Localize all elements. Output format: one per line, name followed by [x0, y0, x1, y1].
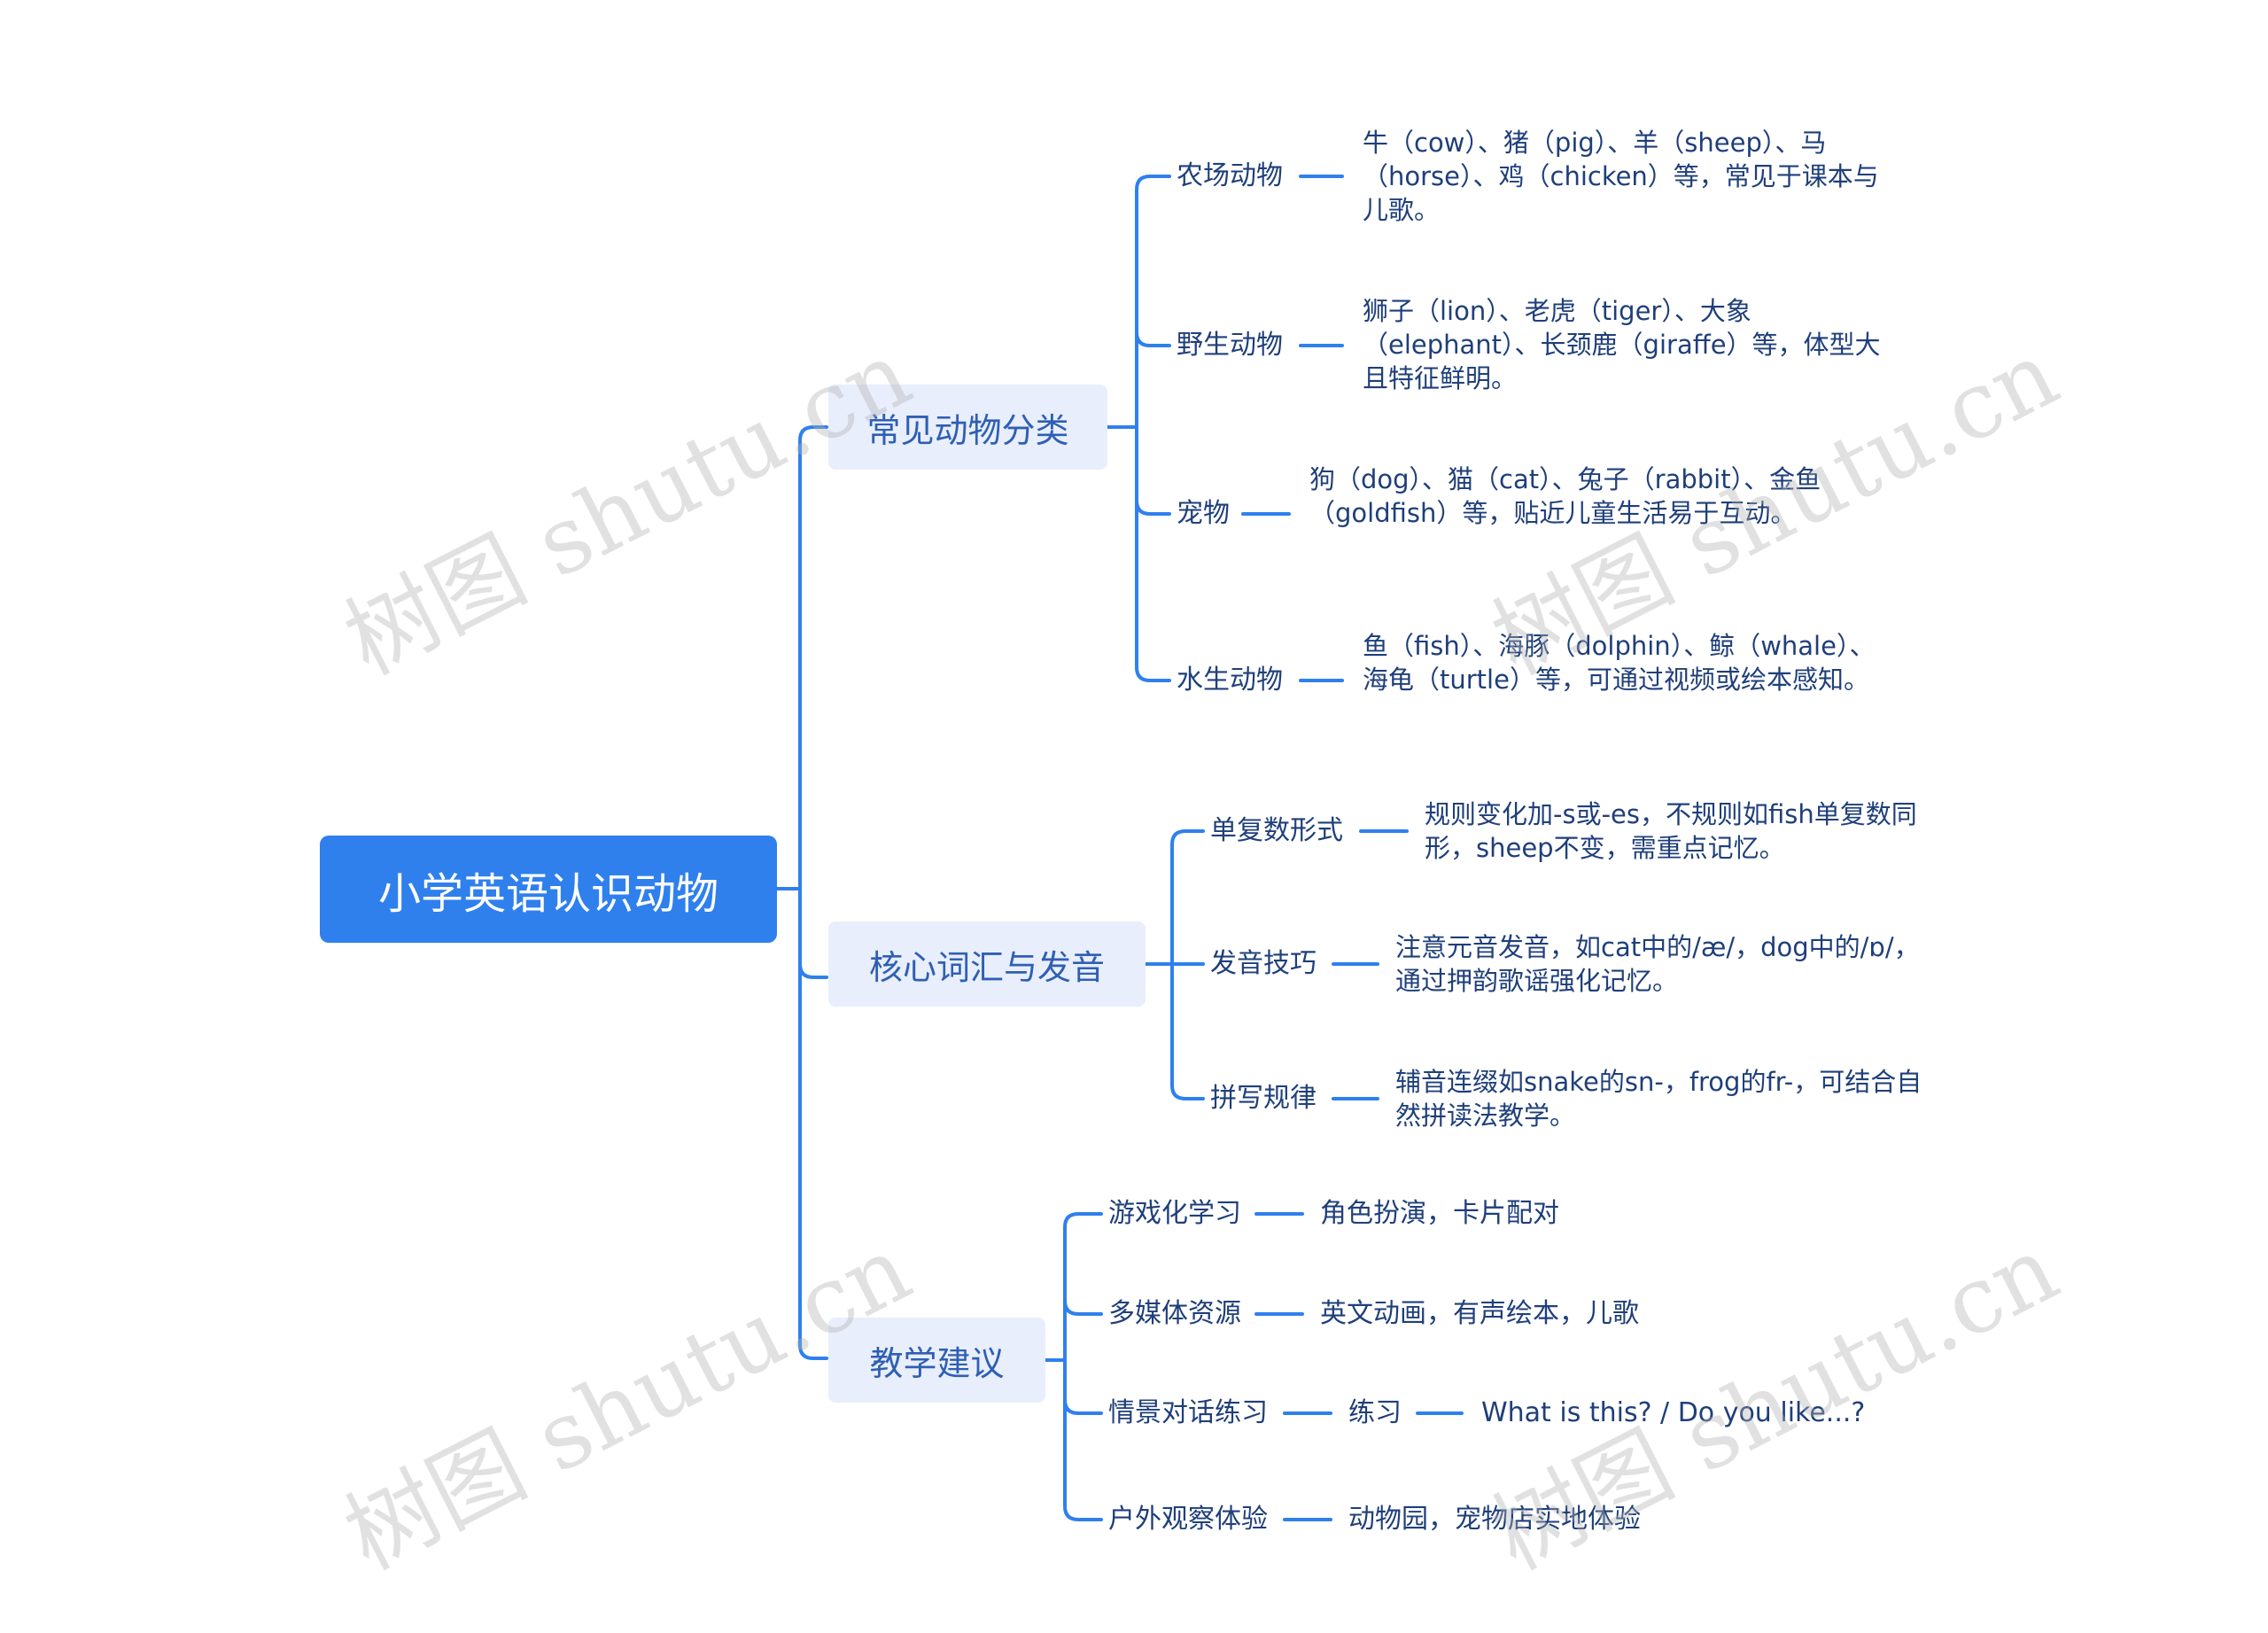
branch-title: 教学建议 — [869, 1343, 1005, 1383]
topic-plural-forms[interactable]: 单复数形式 — [1210, 815, 1343, 846]
topic-gamified-learning[interactable]: 游戏化学习 — [1108, 1198, 1241, 1229]
topic-dialogue-practice[interactable]: 情景对话练习 — [1108, 1397, 1268, 1428]
branch-core-vocabulary[interactable]: 核心词汇与发音 — [828, 921, 1146, 1007]
topic-farm-animals-desc: 牛（cow）、猪（pig）、羊（sheep）、马（horse）、鸡（chicke… — [1363, 128, 1879, 225]
branch-title: 核心词汇与发音 — [868, 947, 1105, 987]
topic-pets-desc: 狗（dog）、猫（cat）、兔子（rabbit）、金鱼（goldfish）等，贴… — [1309, 464, 1821, 528]
topic-aquatic-animals[interactable]: 水生动物 — [1177, 665, 1283, 696]
topic-aquatic-animals-desc: 鱼（fish）、海豚（dolphin）、鲸（whale）、海龟（turtle）等… — [1363, 631, 1876, 695]
topic-pronunciation[interactable]: 发音技巧 — [1210, 948, 1317, 979]
topic-pronunciation-desc: 注意元音发音，如cat中的/æ/，dog中的/ɒ/，通过押韵歌谣强化记忆。 — [1395, 932, 1920, 996]
topic-pets[interactable]: 宠物 — [1177, 498, 1230, 529]
root-node[interactable]: 小学英语认识动物 — [320, 836, 777, 943]
branch-title: 常见动物分类 — [866, 410, 1069, 450]
topic-multimedia[interactable]: 多媒体资源 — [1108, 1298, 1241, 1329]
topic-plural-forms-desc: 规则变化加-s或-es，不规则如fish单复数同形，sheep不变，需重点记忆。 — [1425, 799, 1917, 863]
topic-outdoor-observation[interactable]: 户外观察体验 — [1108, 1504, 1268, 1535]
topic-gamified-learning-desc: 角色扮演，卡片配对 — [1320, 1198, 1559, 1229]
topic-wild-animals[interactable]: 野生动物 — [1177, 330, 1283, 361]
topic-multimedia-desc: 英文动画，有声绘本，儿歌 — [1320, 1298, 1639, 1329]
topic-dialogue-example: What is this? / Do you like...? — [1481, 1397, 1866, 1428]
topic-wild-animals-desc: 狮子（lion）、老虎（tiger）、大象（elephant）、长颈鹿（gira… — [1363, 296, 1881, 393]
topic-outdoor-observation-desc: 动物园，宠物店实地体验 — [1348, 1504, 1641, 1535]
topic-farm-animals[interactable]: 农场动物 — [1177, 160, 1283, 191]
branch-teaching-tips[interactable]: 教学建议 — [828, 1318, 1045, 1403]
topic-dialogue-practice-desc[interactable]: 练习 — [1348, 1397, 1402, 1428]
topic-spelling-desc: 辅音连缀如snake的sn-，frog的fr-，可结合自然拼读法教学。 — [1395, 1067, 1922, 1131]
branch-common-animals[interactable]: 常见动物分类 — [828, 385, 1107, 470]
root-title: 小学英语认识动物 — [377, 868, 718, 919]
topic-spelling[interactable]: 拼写规律 — [1210, 1083, 1317, 1114]
